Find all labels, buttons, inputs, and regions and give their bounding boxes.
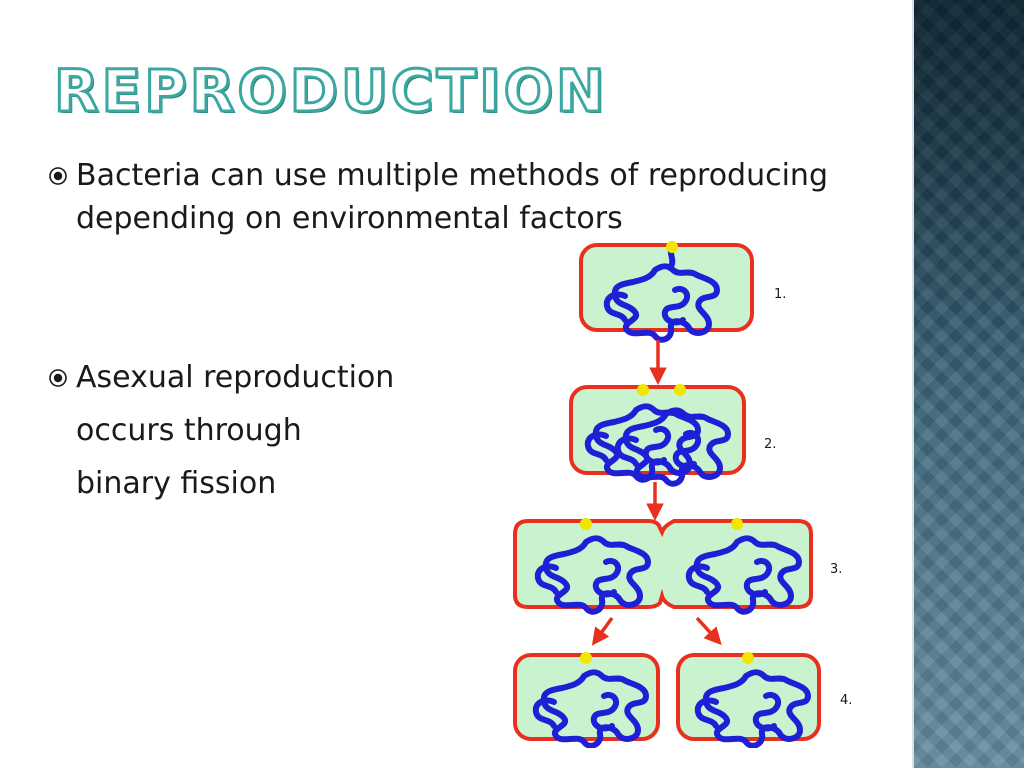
slide-title: Reproduction [53,57,608,125]
step-label-1: 1. [774,287,786,302]
attachment-point-icon [742,652,754,664]
arrow-down-right-icon [695,616,722,646]
bullet-circle-icon [48,154,76,197]
bullet-item-1: Bacteria can use multiple methods of rep… [48,154,908,240]
bullet-2-text: Asexual reproduction [76,360,395,395]
diagram-step-4: 4. [513,652,852,746]
attachment-point-icon [666,241,678,253]
bullet-item-2: Asexual reproduction [48,356,468,399]
diagram-step-3: 3. [513,518,842,612]
attachment-point-icon [674,384,686,396]
bullet-2-continuation-1: occurs through [76,413,302,448]
step-label-3: 3. [830,562,842,577]
arrow-down-left-icon [591,616,614,646]
step-label-2: 2. [764,437,776,452]
bullet-circle-icon [48,356,76,399]
attachment-point-icon [580,652,592,664]
attachment-point-icon [580,518,592,530]
bullet-2-continuation-2: binary fission [76,466,277,501]
binary-fission-diagram: 1. 2. 3. [513,241,852,748]
diagram-step-1: 1. [579,241,786,340]
step-label-4: 4. [840,693,852,708]
attachment-point-icon [637,384,649,396]
bullet-1-text: Bacteria can use multiple methods of rep… [76,158,828,236]
decorative-side-panel [912,0,1024,768]
diagram-step-2: 2. [569,384,776,484]
attachment-point-icon [731,518,743,530]
